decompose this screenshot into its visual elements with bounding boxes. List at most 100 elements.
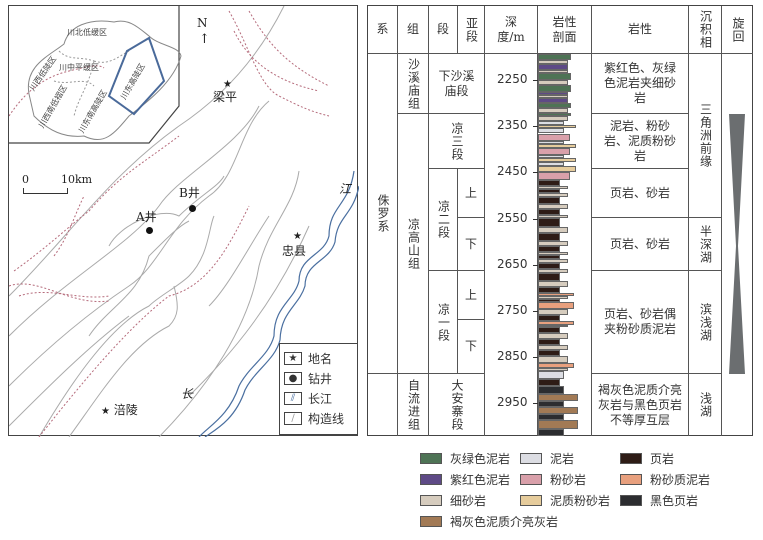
lithology-bed [538, 166, 576, 173]
depth-tick: 2650 [497, 256, 528, 271]
lithology-bed [538, 428, 564, 436]
legend-item: 页岩 [620, 450, 674, 467]
swatch-icon [420, 516, 442, 527]
formation-cell: 沙溪庙组 [398, 54, 429, 114]
facies-cell: 三角洲前缘 [689, 54, 722, 218]
lithology-cell: 页岩、砂岩 [592, 218, 689, 271]
depth-tick-mark [533, 311, 538, 312]
depth-tick: 2850 [497, 349, 528, 364]
lithology-bed [538, 172, 570, 180]
depth-tick: 2350 [497, 118, 528, 133]
lithology-bed [538, 292, 574, 297]
river-label: 江 [339, 182, 352, 196]
lithology-bed [538, 226, 568, 233]
well-b-label: B井 [179, 186, 200, 200]
header-facies: 沉积相 [689, 6, 722, 54]
lithology-bed [538, 98, 568, 104]
lithology-bed [538, 302, 574, 310]
lithology-bed [538, 73, 571, 81]
header-member: 段 [429, 6, 458, 54]
member-cell: 大安寨段 [429, 374, 485, 436]
lithology-bed [538, 147, 570, 156]
inset-border [9, 6, 180, 144]
lithology-bed [538, 214, 568, 219]
lithology-bed [538, 333, 568, 340]
well-a-label: A井 [136, 210, 157, 224]
submember-cell: 上 [458, 169, 485, 218]
legend-label: 页岩 [650, 452, 675, 466]
legend-item: ●钻井 [284, 368, 353, 388]
depth-tick-mark [533, 218, 538, 220]
depth-tick: 2450 [497, 164, 528, 179]
swatch-icon [420, 495, 442, 506]
lithology-bed [538, 273, 560, 281]
lithology-cell: 页岩、砂岩 [592, 169, 689, 218]
legend-item: 粉砂岩 [520, 471, 586, 488]
north-arrow-icon: ↑ [199, 32, 210, 47]
legend-item: 黑色页岩 [620, 492, 698, 509]
depth-tick: 2950 [497, 395, 528, 410]
swatch-icon [520, 495, 542, 506]
legend-label: 褐灰色泥质介亮灰岩 [450, 515, 559, 529]
legend-item: 粉砂质泥岩 [620, 471, 710, 488]
star-icon: ★ [101, 406, 110, 417]
swatch-icon [620, 453, 642, 464]
place-liangping: 梁平 [213, 90, 238, 104]
location-map: 川北低缓区 川西低陡区 川中平缓区 川西南低褶区 川东南高陡区 川东高陡区 N … [8, 5, 359, 437]
header-depth: 深度/m [485, 6, 538, 54]
lithology-bed [538, 355, 568, 364]
lithology-bed [538, 363, 574, 368]
header-cycle: 旋回 [722, 6, 753, 54]
system-cell: 侏罗系 [368, 54, 398, 374]
lithology-bed [538, 124, 576, 128]
formation-cell: 凉高山组 [398, 114, 429, 374]
scale-zero: 0 [22, 173, 29, 186]
swatch-icon [520, 453, 542, 464]
lithology-bed [538, 103, 571, 108]
member-cell: 下沙溪庙段 [429, 54, 485, 114]
lithology-bed [538, 80, 568, 86]
lithology-bed [538, 218, 560, 227]
stratigraphic-column: 系 组 段 亚段 深度/m 岩性剖面 岩性 沉积相 旋回 侏罗系 沙溪庙组 凉高… [367, 5, 753, 436]
lithology-bed [538, 367, 568, 372]
legend-item: 紫红色泥岩 [420, 471, 510, 488]
lithology-bed [538, 120, 564, 125]
scale-bar [23, 188, 68, 194]
swatch-icon [520, 474, 542, 485]
lithology-bed [538, 324, 568, 328]
member-cell: 凉二段 [429, 169, 458, 271]
lithology-bed [538, 127, 564, 134]
well-a-dot-icon [146, 227, 153, 234]
river-icon: ⫽ [284, 391, 302, 405]
legend-item: ∕构造线 [284, 408, 353, 428]
facies-cell: 浅湖 [689, 374, 722, 436]
lithology-bed [538, 394, 578, 402]
place-fuling: ★ 涪陵 [101, 403, 138, 417]
lithology-bed [538, 414, 564, 421]
depth-tick: 2250 [497, 72, 528, 86]
lithology-bed [538, 188, 560, 194]
lithology-bed [538, 196, 560, 205]
lithology-bed [538, 92, 568, 95]
lithology-cell: 紫红色、灰绿色泥岩夹细砂岩 [592, 54, 689, 114]
lithology-bed [538, 268, 568, 274]
empty-cell [368, 374, 398, 436]
lithology-bed [538, 179, 560, 186]
cycle-symbol [729, 114, 745, 374]
lithology-bed [538, 59, 568, 64]
legend-label: 粉砂质泥岩 [650, 473, 711, 487]
lithology-bed [538, 345, 568, 350]
swatch-icon [420, 453, 442, 464]
submember-cell: 上 [458, 271, 485, 320]
lithology-cell: 页岩、砂岩偶夹粉砂质泥岩 [592, 271, 689, 374]
star-icon: ★ [223, 79, 232, 90]
lithology-bed [538, 378, 560, 386]
header-system: 系 [368, 6, 398, 54]
legend-item: 细砂岩 [420, 492, 486, 509]
legend-label: 紫红色泥岩 [450, 473, 511, 487]
legend-item: 泥质粉砂岩 [520, 492, 610, 509]
legend-label: 细砂岩 [450, 494, 487, 508]
lithology-bed [538, 54, 571, 60]
lithology-bed [538, 63, 568, 70]
lithology-bed [538, 193, 568, 197]
